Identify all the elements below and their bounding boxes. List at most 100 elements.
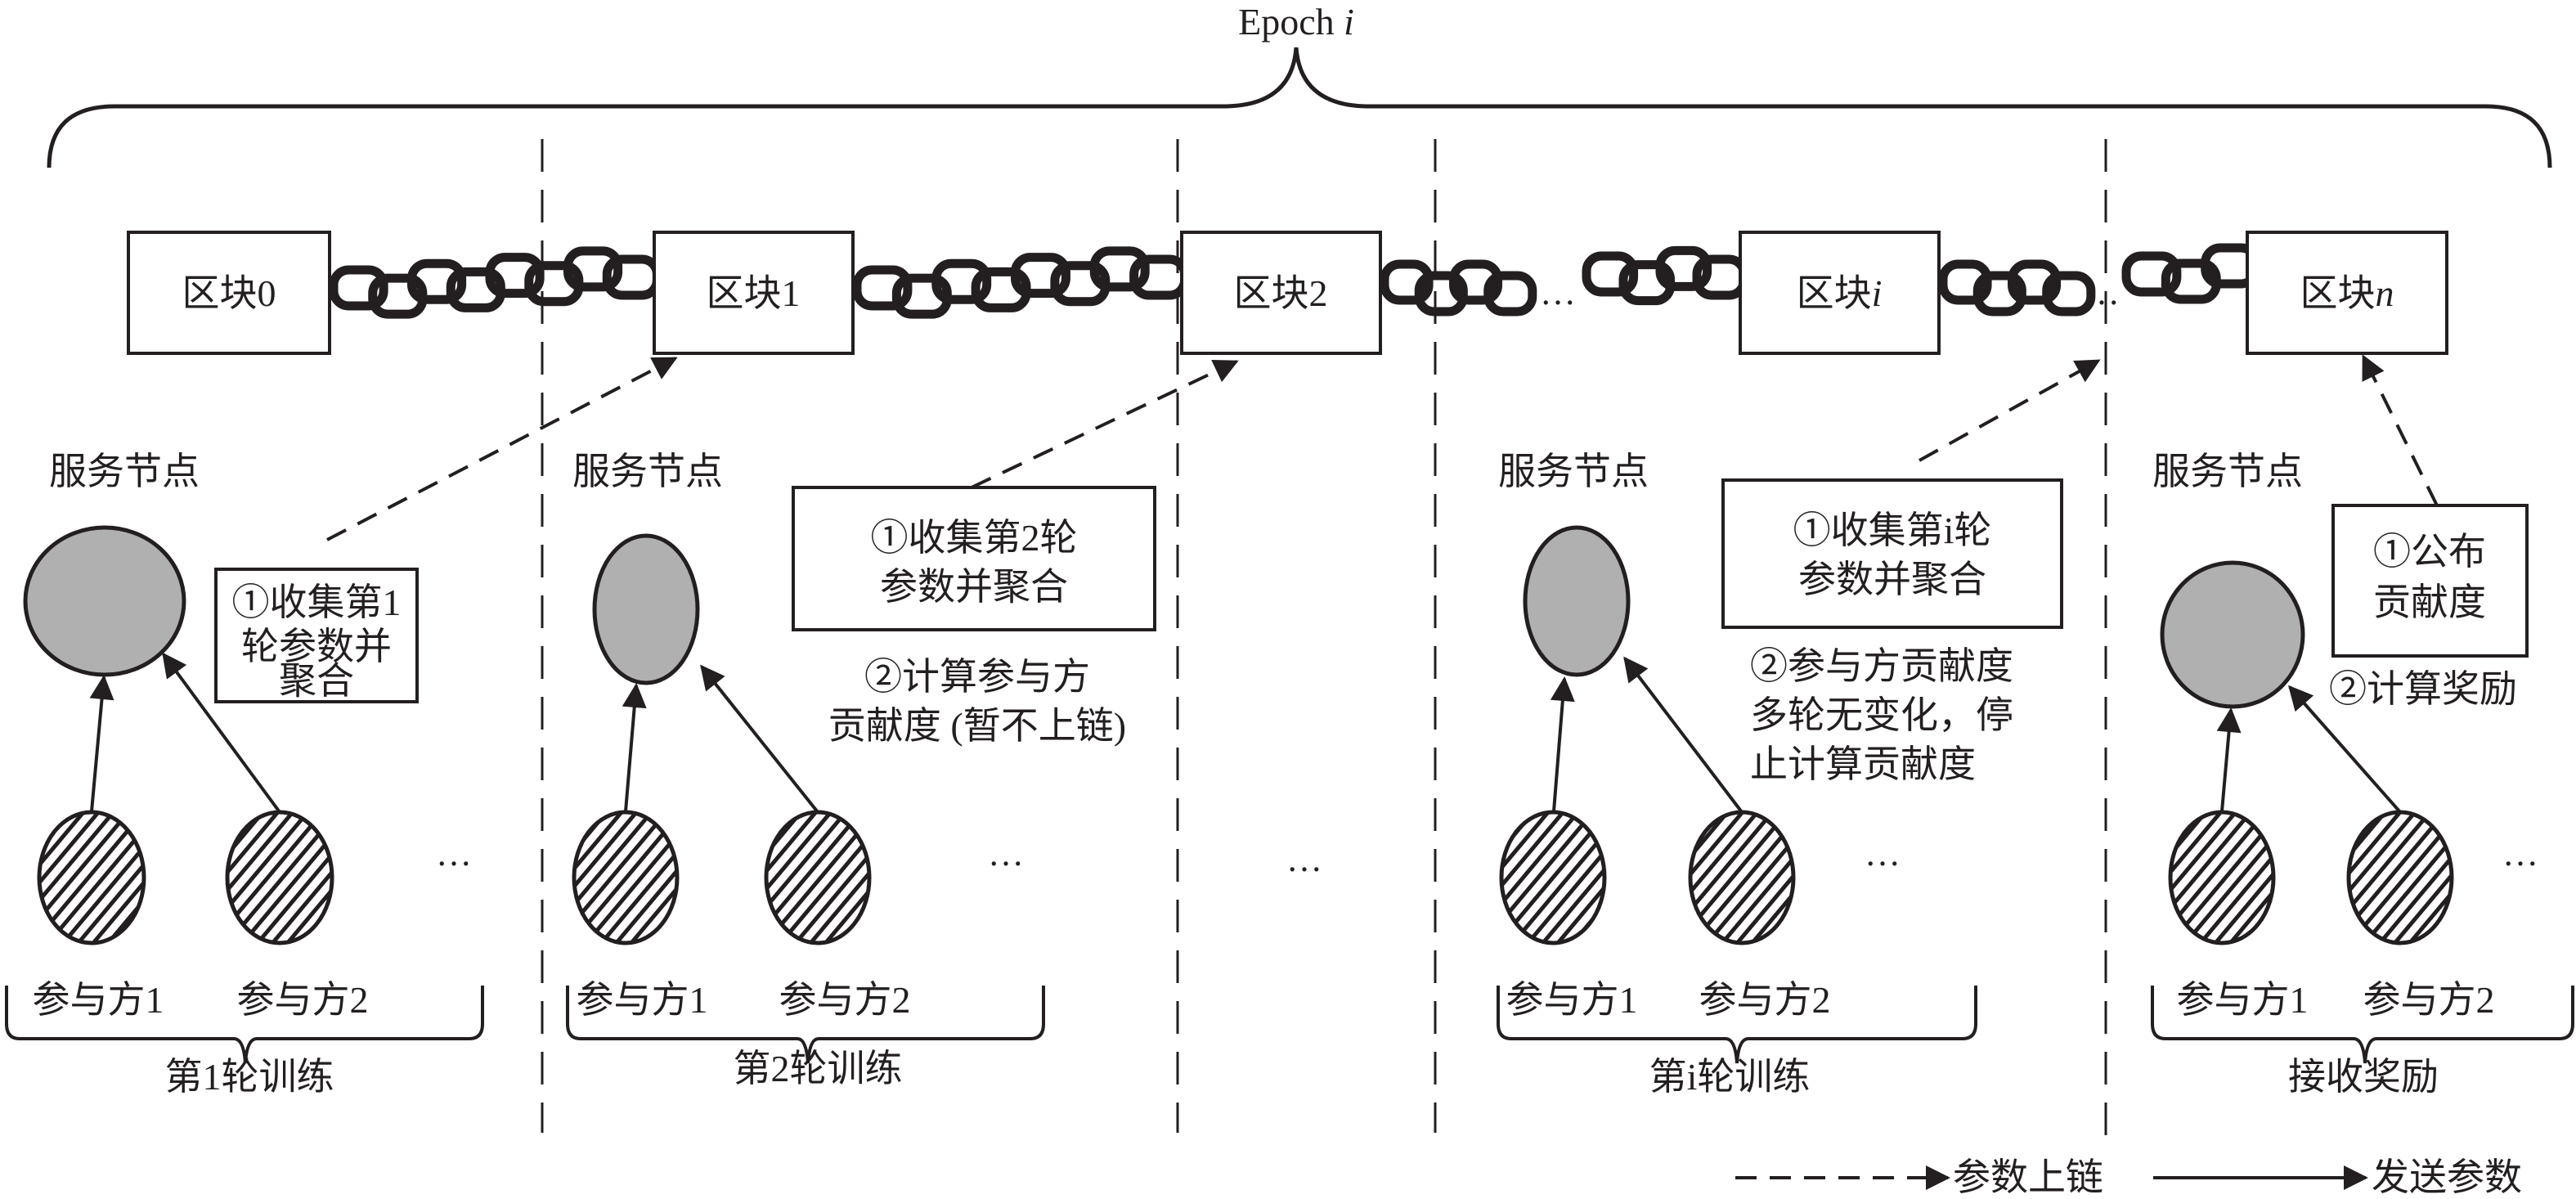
chain-link (931, 258, 992, 304)
participant-2[interactable] (2346, 810, 2454, 945)
round-brace (2151, 986, 2574, 1064)
participant-1-label: 参与方1 (2177, 979, 2309, 1021)
participant-1-label: 参与方1 (577, 979, 708, 1021)
block-n[interactable]: 区块n (2246, 231, 2448, 355)
step1-box: ①公布 贡献度 (2331, 504, 2529, 658)
svg-text:区块n: 区块n (2300, 272, 2394, 314)
participant-2[interactable] (764, 810, 872, 945)
chain-link (2121, 251, 2182, 297)
block-1[interactable]: 区块1 (653, 231, 855, 355)
chain-link (407, 258, 467, 304)
upload-arrow-n (2362, 354, 2439, 506)
chain-link (2008, 259, 2062, 305)
participant-2[interactable] (225, 810, 334, 945)
participant-1[interactable] (572, 810, 680, 945)
step2-text: 贡献度 (暂不上链) (828, 705, 1126, 747)
server-node-label: 服务节点 (1498, 451, 1649, 492)
chain-link (563, 246, 623, 292)
svg-text:区块1: 区块1 (707, 272, 801, 314)
svg-text:区块i: 区块i (1797, 272, 1883, 314)
step2-text: 多轮无变化，停 (1750, 694, 2013, 736)
server-node[interactable] (2160, 560, 2305, 709)
step1-box: ①收集第1 轮参数并 聚合 (214, 568, 419, 703)
participant-2-label: 参与方2 (2363, 979, 2495, 1021)
round-brace (566, 986, 1045, 1064)
more-participants: … (1865, 833, 1901, 873)
chain-link (852, 265, 913, 311)
block-0[interactable]: 区块0 (127, 231, 331, 355)
legend-label-upload: 参数上链 (1953, 1156, 2103, 1198)
section-round-1: 服务节点 ①收集第1 轮参数并 聚合 … 参与方1 参与方2 第1轮训练 (5, 451, 484, 1098)
participant-1[interactable] (2168, 810, 2276, 945)
send-arrow (1623, 656, 1744, 814)
participant-1[interactable] (1499, 810, 1607, 945)
more-participants: … (2502, 833, 2538, 873)
chain-link (1011, 253, 1070, 299)
more-participants: … (988, 833, 1024, 873)
round-label: 第i轮训练 (1649, 1056, 1811, 1098)
round-label: 接收奖励 (2288, 1056, 2439, 1098)
server-node-label: 服务节点 (49, 451, 200, 492)
section-round-2: 服务节点 ①收集第2轮 参数并聚合 ②计算参与方 贡献度 (暂不上链) … 参与… (566, 451, 1156, 1089)
chain-link (1483, 271, 1537, 317)
svg-text:参数并聚合: 参数并聚合 (880, 566, 1068, 608)
participant-2-label: 参与方2 (1699, 979, 1831, 1021)
section-round-i: 服务节点 ①收集第i轮 参数并聚合 ②参与方贡献度 多轮无变化，停 止计算贡献度… (1497, 451, 2063, 1098)
chain-link (1380, 259, 1434, 305)
chain-link (1655, 245, 1712, 291)
more-participants: … (436, 833, 472, 873)
chain-link (2042, 271, 2096, 317)
participant-2[interactable] (1688, 810, 1796, 945)
legend-label-send: 发送参数 (2372, 1156, 2522, 1198)
server-node[interactable] (592, 533, 700, 685)
server-node[interactable] (1523, 525, 1631, 677)
svg-text:①收集第i轮: ①收集第i轮 (1793, 510, 1992, 551)
svg-text:轮参数并: 轮参数并 (241, 626, 392, 667)
epoch-brace (47, 47, 2552, 168)
chain-link (329, 265, 388, 311)
epoch-title: Epoch i (1238, 1, 1354, 43)
send-arrow (89, 675, 114, 812)
chain-link (1972, 271, 2026, 317)
chain-link (1449, 259, 1503, 305)
step2-text: ②参与方贡献度 (1750, 645, 2013, 687)
participant-1[interactable] (37, 810, 146, 945)
step1-box: ①收集第i轮 参数并聚合 (1721, 478, 2063, 629)
send-arrow (162, 652, 281, 814)
participant-2-label: 参与方2 (779, 979, 911, 1021)
server-node-label: 服务节点 (2152, 451, 2303, 492)
step2-text: 止计算贡献度 (1750, 743, 1976, 785)
svg-text:贡献度: 贡献度 (2373, 582, 2486, 623)
participant-2-label: 参与方2 (237, 979, 369, 1021)
svg-text:区块0: 区块0 (182, 272, 276, 314)
chain-link (1414, 271, 1468, 317)
round-label: 第1轮训练 (165, 1056, 334, 1098)
round-brace (1497, 986, 1977, 1064)
send-arrow (2288, 685, 2402, 814)
step1-box: ①收集第2轮 参数并聚合 (792, 486, 1156, 631)
chain-link (485, 253, 545, 299)
svg-text:①公布: ①公布 (2373, 531, 2486, 573)
send-arrow (700, 664, 819, 814)
send-arrow (1550, 676, 1575, 812)
upload-arrow-2 (971, 360, 1239, 489)
legend: 参数上链 发送参数 (1735, 1156, 2522, 1198)
step2-text: ②计算奖励 (2329, 668, 2517, 710)
svg-text:区块2: 区块2 (1234, 272, 1328, 314)
chain-ellipsis: … (2084, 272, 2120, 312)
block-2[interactable]: 区块2 (1180, 231, 1382, 355)
round-brace (5, 986, 484, 1064)
step2-text: ②计算参与方 (864, 656, 1090, 698)
chain-link (1582, 251, 1639, 297)
chain-link (1089, 246, 1150, 292)
upload-arrow-i (1919, 359, 2101, 462)
server-node[interactable] (23, 525, 186, 677)
section-reward: 服务节点 ①公布 贡献度 ②计算奖励 … 参与方1 参与方2 接收奖励 (2151, 451, 2574, 1098)
server-node-label: 服务节点 (572, 451, 723, 492)
send-arrow (622, 683, 647, 812)
round-label: 第2轮训练 (734, 1048, 903, 1089)
block-i[interactable]: 区块i (1739, 231, 1941, 355)
upload-arrow-1 (326, 357, 678, 541)
chain-link (1938, 259, 1992, 305)
